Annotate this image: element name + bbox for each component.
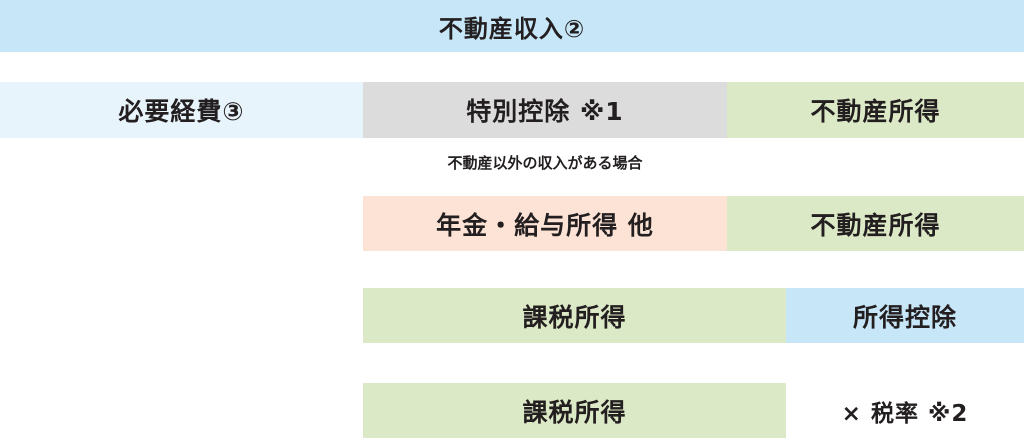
necessary-expenses-label: 必要経費③	[118, 97, 245, 126]
taxable-income-box: 課税所得	[363, 288, 786, 343]
taxable-income-label: 課税所得	[522, 302, 627, 332]
real-estate-revenue-label: 不動産収入②	[438, 14, 586, 43]
income-deduction-label: 所得控除	[852, 302, 957, 332]
other-income-box: 年金・給与所得 他	[363, 196, 727, 251]
real-estate-income-box: 不動産所得	[727, 82, 1024, 138]
taxable-income-box-2: 課税所得	[363, 383, 786, 438]
necessary-expenses-box: 必要経費③	[0, 82, 363, 138]
real-estate-income-box-2: 不動産所得	[727, 196, 1024, 251]
real-estate-income-label: 不動産所得	[810, 97, 941, 126]
tax-rate-box: × 税率 ※2	[786, 383, 1024, 438]
real-estate-income-label-2: 不動産所得	[810, 210, 941, 240]
other-income-note: 不動産以外の収入がある場合	[447, 154, 643, 172]
special-deduction-label: 特別控除 ※1	[466, 97, 624, 126]
real-estate-revenue-bar: 不動産収入②	[0, 0, 1024, 52]
taxable-income-label-2: 課税所得	[522, 397, 627, 427]
other-income-label: 年金・給与所得 他	[436, 210, 654, 240]
special-deduction-box: 特別控除 ※1	[363, 82, 727, 138]
tax-rate-label: × 税率 ※2	[841, 400, 969, 427]
income-deduction-box: 所得控除	[786, 288, 1024, 343]
